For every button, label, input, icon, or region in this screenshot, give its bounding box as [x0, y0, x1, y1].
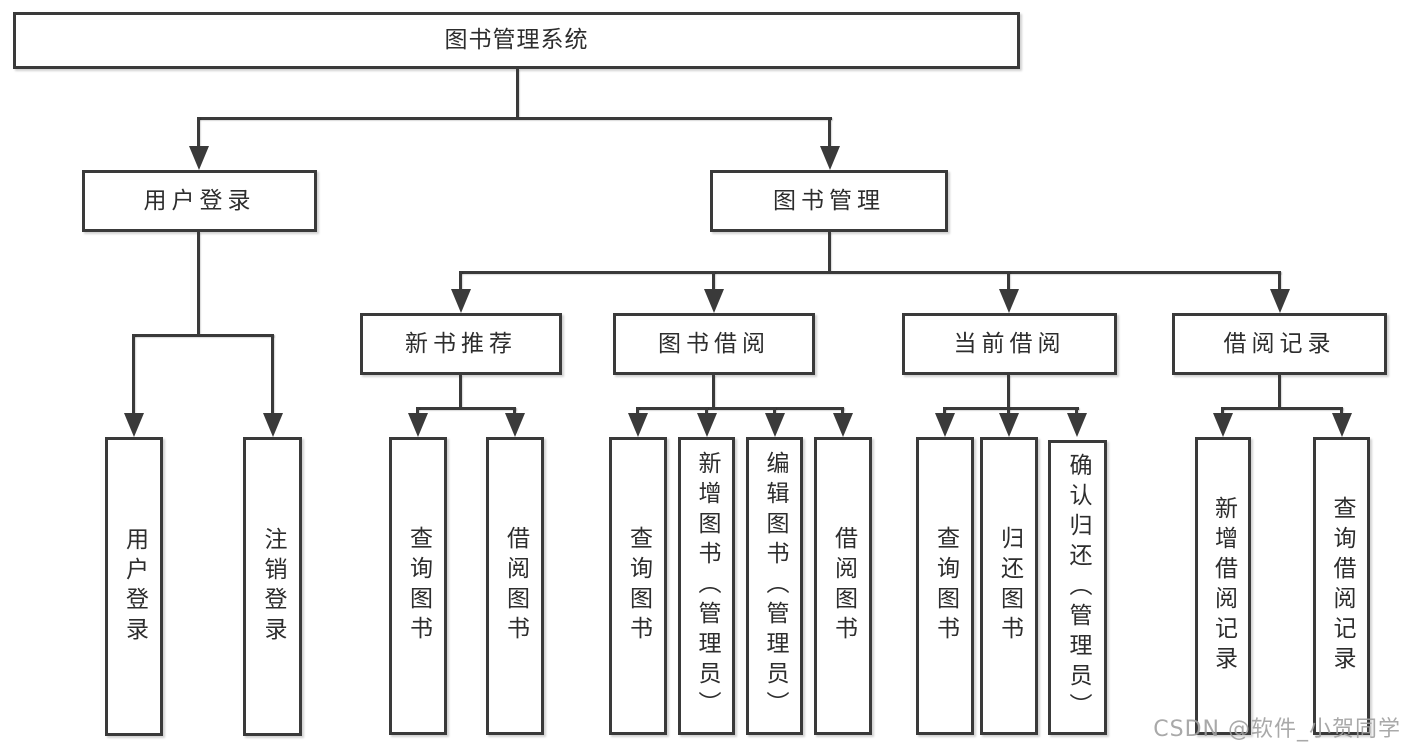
- node-current-borrow-label: 当前借阅: [953, 330, 1066, 357]
- connector-g2-stem: [712, 375, 715, 408]
- leaf-add-books-admin-label: 新增图书（管理员）: [694, 451, 720, 721]
- node-book-borrow-label: 图书借阅: [658, 330, 770, 357]
- connector-g3-stem: [1007, 375, 1010, 408]
- leaf-logout: 注销登录: [243, 437, 302, 736]
- arrow-down-icon: [1270, 289, 1290, 313]
- leaf-query-books-2-label: 查询图书: [625, 526, 652, 646]
- node-user-login-label: 用户登录: [143, 187, 256, 214]
- leaf-user-login-label: 用户登录: [121, 526, 148, 647]
- node-current-borrow: 当前借阅: [902, 313, 1117, 375]
- arrow-down-icon: [935, 413, 955, 437]
- connector-leaf-drop: [271, 334, 274, 417]
- leaf-return-books: 归还图书: [980, 437, 1038, 735]
- arrow-down-icon: [820, 146, 840, 170]
- leaf-query-books-1-label: 查询图书: [405, 526, 432, 646]
- connector-borrow-records-drop: [1278, 271, 1281, 293]
- leaf-query-borrow-record-label: 查询借阅记录: [1329, 496, 1355, 676]
- leaf-add-books-admin: 新增图书（管理员）: [678, 437, 735, 735]
- node-root-label: 图书管理系统: [444, 27, 589, 53]
- leaf-edit-books-admin-label: 编辑图书（管理员）: [762, 451, 788, 721]
- connector-g2-rail: [636, 407, 844, 410]
- connector-book-borrow-drop: [712, 271, 715, 293]
- connector-g1-stem: [459, 375, 462, 408]
- leaf-add-borrow-record: 新增借阅记录: [1195, 437, 1251, 735]
- connector-book-management-drop: [828, 117, 831, 150]
- connector-root-stem: [516, 69, 519, 118]
- arrow-down-icon: [833, 413, 853, 437]
- leaf-edit-books-admin: 编辑图书（管理员）: [746, 437, 803, 735]
- node-user-login: 用户登录: [82, 170, 317, 232]
- node-book-management-label: 图书管理: [773, 187, 885, 214]
- connector-user-login-stem: [197, 232, 200, 335]
- arrow-down-icon: [704, 289, 724, 313]
- leaf-query-borrow-record: 查询借阅记录: [1313, 437, 1370, 735]
- arrow-down-icon: [999, 413, 1019, 437]
- leaf-borrow-books-1-label: 借阅图书: [502, 526, 529, 646]
- leaf-logout-label: 注销登录: [260, 526, 286, 647]
- connector-new-book-drop: [459, 271, 462, 293]
- leaf-add-borrow-record-label: 新增借阅记录: [1210, 496, 1237, 676]
- leaf-return-books-label: 归还图书: [996, 526, 1023, 646]
- leaf-user-login: 用户登录: [105, 437, 163, 736]
- arrow-down-icon: [263, 413, 283, 437]
- arrow-down-icon: [1067, 413, 1087, 437]
- connector-user-login-rail: [132, 334, 274, 337]
- node-borrow-records-label: 借阅记录: [1223, 330, 1336, 357]
- connector-user-login-drop: [197, 117, 200, 150]
- node-book-borrow: 图书借阅: [613, 313, 815, 375]
- connector-g4-rail: [1221, 407, 1343, 410]
- arrow-down-icon: [765, 413, 785, 437]
- arrow-down-icon: [999, 289, 1019, 313]
- connector-book-management-stem: [828, 232, 831, 272]
- connector-g1-rail: [416, 407, 516, 410]
- arrow-down-icon: [505, 413, 525, 437]
- arrow-down-icon: [628, 413, 648, 437]
- arrow-down-icon: [408, 413, 428, 437]
- leaf-query-books-1: 查询图书: [389, 437, 447, 735]
- arrow-down-icon: [124, 413, 144, 437]
- node-root: 图书管理系统: [13, 12, 1020, 69]
- connector-leaf-drop: [132, 334, 135, 417]
- leaf-borrow-books-1: 借阅图书: [486, 437, 544, 735]
- connector-g4-stem: [1278, 375, 1281, 408]
- arrow-down-icon: [1213, 413, 1233, 437]
- node-borrow-records: 借阅记录: [1172, 313, 1387, 375]
- leaf-query-books-3: 查询图书: [916, 437, 974, 735]
- csdn-watermark: CSDN @软件_小贺同学: [1153, 717, 1401, 742]
- connector-level2-rail: [198, 117, 832, 120]
- connector-g3-rail: [943, 407, 1079, 410]
- arrow-down-icon: [189, 146, 209, 170]
- leaf-confirm-return-admin: 确认归还（管理员）: [1048, 440, 1107, 735]
- node-new-book-recommend-label: 新书推荐: [405, 330, 517, 357]
- arrow-down-icon: [451, 289, 471, 313]
- leaf-borrow-books-2-label: 借阅图书: [830, 526, 857, 646]
- leaf-confirm-return-admin-label: 确认归还（管理员）: [1065, 452, 1091, 723]
- node-new-book-recommend: 新书推荐: [360, 313, 562, 375]
- node-book-management: 图书管理: [710, 170, 948, 232]
- leaf-query-books-2: 查询图书: [609, 437, 667, 735]
- leaf-query-books-3-label: 查询图书: [932, 526, 959, 646]
- arrow-down-icon: [1332, 413, 1352, 437]
- leaf-borrow-books-2: 借阅图书: [814, 437, 872, 735]
- connector-current-borrow-drop: [1007, 271, 1010, 293]
- arrow-down-icon: [697, 413, 717, 437]
- connector-level3-rail: [459, 271, 1281, 274]
